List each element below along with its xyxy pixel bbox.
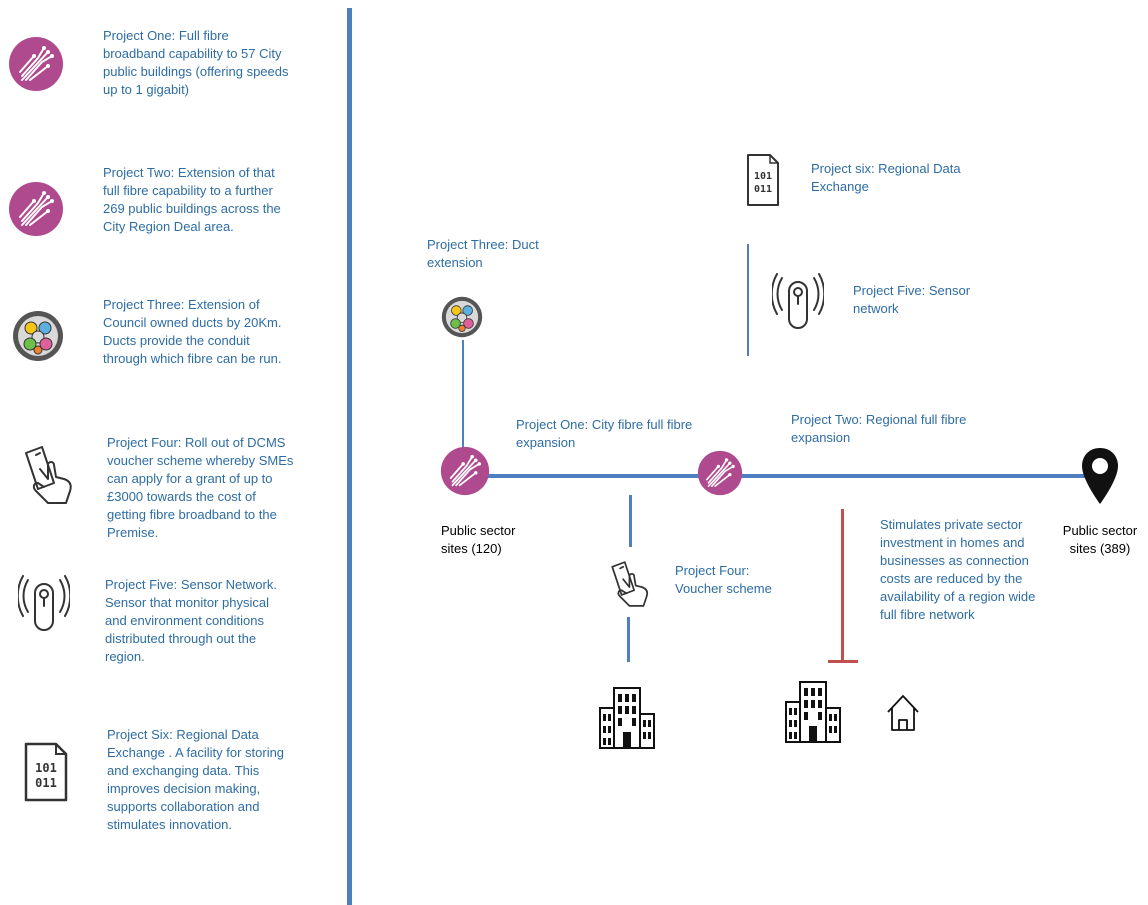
fibre-icon (440, 446, 490, 496)
sensor-icon (16, 572, 72, 634)
fibre-backbone-line (466, 474, 1094, 478)
office-building-icon (784, 680, 842, 744)
investment-marker-line (841, 509, 844, 662)
label-project-two: Project Two: Regional full fibre expansi… (791, 412, 967, 445)
investment-marker-cap (828, 660, 858, 663)
svg-text:011: 011 (35, 776, 57, 790)
label-public-sites-right: Public sector sites (389) (1062, 523, 1138, 556)
house-icon (886, 694, 920, 732)
legend-text-project-six: Project Six: Regional Data Exchange . A … (107, 727, 285, 832)
location-pin-icon (1080, 446, 1120, 506)
legend-text-project-two: Project Two: Extension of that full fibr… (103, 165, 281, 234)
legend-text-project-five: Project Five: Sensor Network. Sensor tha… (105, 577, 277, 664)
label-project-six: Project six: Regional Data Exchange (811, 161, 961, 194)
label-stimulates-investment: Stimulates private sector investment in … (880, 517, 1036, 622)
label-project-five: Project Five: Sensor network (853, 283, 971, 316)
svg-text:101: 101 (754, 171, 772, 182)
fibre-icon (8, 36, 64, 92)
office-building-icon (598, 686, 656, 750)
connector-line (747, 244, 749, 356)
label-project-four: Project Four: Voucher scheme (675, 563, 772, 596)
fibre-icon (697, 450, 743, 496)
fibre-icon (8, 181, 64, 237)
duct-cable-icon (441, 296, 483, 338)
svg-text:011: 011 (754, 184, 772, 195)
legend-text-project-four: Project Four: Roll out of DCMS voucher s… (107, 435, 294, 540)
binary-file-icon: 101 011 (746, 153, 780, 207)
duct-cable-icon (12, 310, 64, 362)
voucher-hand-icon (606, 558, 656, 610)
svg-text:101: 101 (35, 761, 57, 775)
binary-file-icon: 101 011 (24, 742, 68, 802)
column-divider (347, 8, 352, 905)
connector-line (629, 495, 632, 547)
voucher-hand-icon (18, 443, 82, 507)
connector-line (462, 340, 464, 448)
label-public-sites-left: Public sector sites (120) (441, 523, 516, 556)
connector-line (627, 617, 630, 662)
label-project-three: Project Three: Duct extension (427, 237, 539, 270)
label-project-one: Project One: City fibre full fibre expan… (516, 417, 693, 450)
sensor-icon (770, 270, 826, 332)
legend-text-project-three: Project Three: Extension of Council owne… (103, 297, 282, 366)
legend-text-project-one: Project One: Full fibre broadband capabi… (103, 28, 289, 97)
